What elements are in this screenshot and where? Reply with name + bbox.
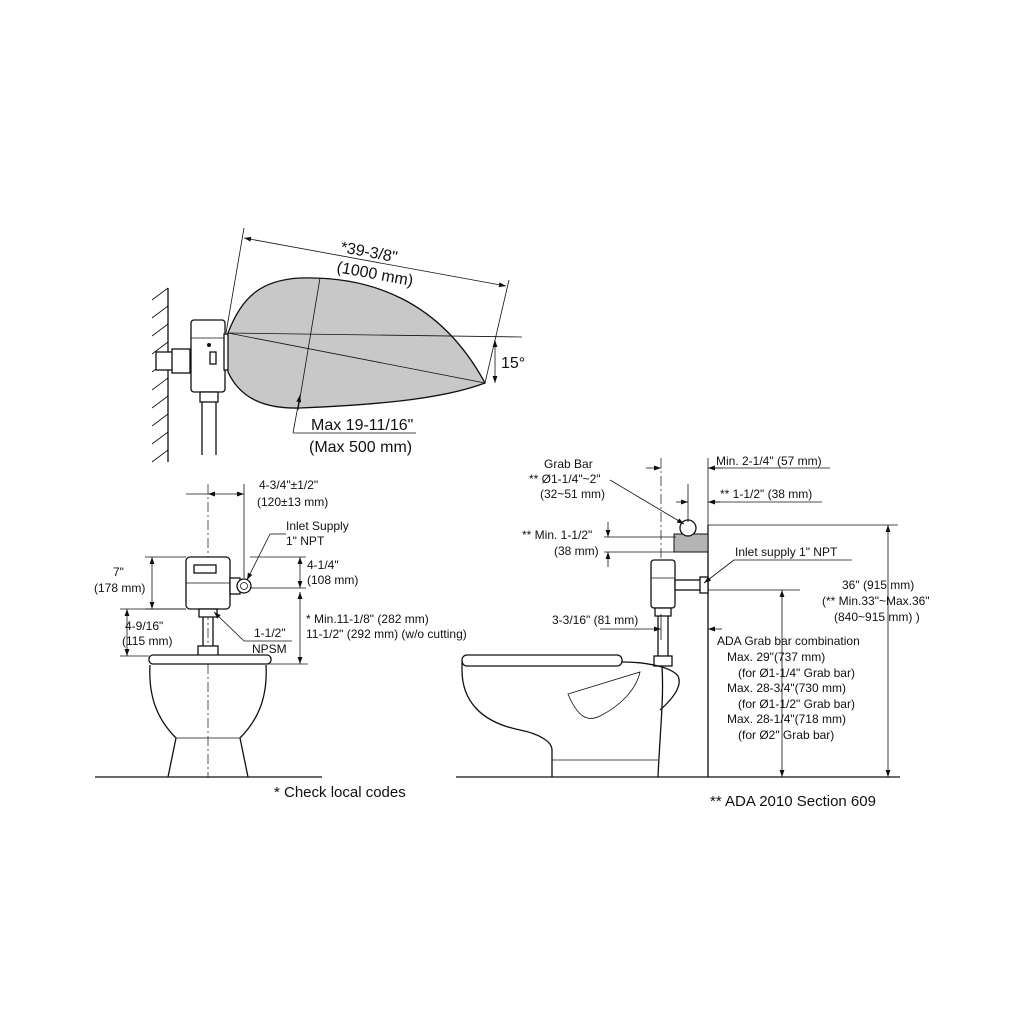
offset-mm-label: (120±13 mm) — [257, 495, 328, 509]
max-range-mm-label: (Max 500 mm) — [309, 439, 412, 456]
inlet-leader — [703, 559, 735, 584]
supply-nut — [171, 348, 191, 374]
max-range-label: Max 19-11/16" — [311, 417, 413, 434]
sensor-range-view: *39-3/8" (1000 mm) 15° Max 19-11/16" (Ma… — [151, 227, 525, 463]
toilet-rim-outline — [621, 661, 680, 711]
ada-option-2-note: (for Ø1-1/2" Grab bar) — [738, 697, 855, 711]
ada-option-3: Max. 28-1/4"(718 mm) — [727, 712, 846, 726]
flush-valve-body — [650, 559, 676, 609]
grab-bar-leader — [609, 479, 685, 525]
grab-bar-label: Grab Bar — [544, 457, 593, 471]
dimension-extension — [225, 227, 245, 334]
supply-pipe-icon — [236, 578, 252, 594]
bar-height-range-mm-label: (840~915 mm) ) — [834, 610, 920, 624]
min-wall-label: Min. 2-1/4" (57 mm) — [716, 454, 822, 468]
front-view: 4-3/4"±1/2" (120±13 mm) Inlet Supply 1" … — [94, 478, 467, 801]
depth-mm-label: (108 mm) — [307, 573, 358, 587]
spud-coupling — [653, 655, 673, 667]
side-view: Min. 2-1/4" (57 mm) ** 1-1/2" (38 mm) Gr… — [456, 454, 930, 810]
grab-bar-diameter-mm-label: (32~51 mm) — [540, 487, 605, 501]
spud-mm-label: (115 mm) — [122, 634, 172, 648]
toilet-trap-outline — [567, 671, 641, 719]
max-depth-line — [297, 277, 321, 411]
toilet-seat — [148, 654, 272, 665]
bar-offset-label: ** 1-1/2" (38 mm) — [720, 487, 812, 501]
detection-zone — [227, 277, 486, 409]
offset-label: 4-3/4"±1/2" — [259, 478, 318, 492]
toilet-bowl-outline — [461, 662, 664, 778]
horizontal-reference-line — [227, 332, 523, 338]
ada-title: ADA Grab bar combination — [717, 634, 860, 648]
max-range-leader — [292, 394, 302, 434]
tube-nut — [198, 608, 218, 618]
depth-label: 4-1/4" — [307, 558, 339, 572]
supply-pipe — [674, 579, 702, 591]
ada-option-1: Max. 29"(737 mm) — [727, 650, 825, 664]
min-height-alt-label: 11-1/2" (292 mm) (w/o cutting) — [306, 627, 467, 641]
sensor-axis-line — [227, 332, 486, 384]
inlet-npt-label: 1" NPT — [286, 534, 325, 548]
supply-pipe — [155, 351, 175, 371]
range-dimension-arrow — [243, 236, 507, 288]
npsm-size-label: 1-1/2" — [254, 626, 286, 640]
toilet-bowl-outline — [149, 664, 267, 778]
tube-nut — [654, 607, 672, 617]
dimension-extension — [484, 279, 510, 384]
check-local-codes-note: * Check local codes — [274, 784, 406, 801]
sensor-eye-icon — [207, 343, 211, 347]
toilet-seat — [461, 654, 623, 667]
bar-height-range-label: (** Min.33"~Max.36" — [822, 594, 930, 608]
bar-height-label: 36" (915 mm) — [842, 578, 914, 592]
sensor-window — [193, 564, 217, 574]
ada-option-1-note: (for Ø1-1/4" Grab bar) — [738, 666, 855, 680]
ada-option-3-note: (for Ø2" Grab bar) — [738, 728, 834, 742]
spud-label: 4-9/16" — [125, 619, 163, 633]
spud-offset-label: 3-3/16" (81 mm) — [552, 613, 638, 627]
min-gap-mm-label: (38 mm) — [554, 544, 599, 558]
grab-bar-diameter-label: ** Ø1-1/4"~2" — [529, 472, 601, 486]
height-label: 7" — [113, 565, 124, 579]
supply-flange — [699, 576, 709, 594]
wall-hatching — [151, 287, 169, 463]
grab-bar-bracket — [673, 533, 709, 553]
npsm-label: NPSM — [252, 642, 287, 656]
tube-nut — [199, 391, 219, 403]
inlet-supply-label: Inlet supply 1" NPT — [735, 545, 838, 559]
min-gap-label: ** Min. 1-1/2" — [522, 528, 592, 542]
ada-section-note: ** ADA 2010 Section 609 — [710, 793, 876, 810]
npsm-leader — [213, 611, 245, 642]
grab-bar-section — [679, 519, 697, 537]
height-mm-label: (178 mm) — [94, 581, 145, 595]
ada-option-2: Max. 28-3/4"(730 mm) — [727, 681, 846, 695]
override-button — [209, 351, 217, 365]
inlet-supply-label: Inlet Supply — [286, 519, 349, 533]
flush-valve-body — [190, 319, 226, 393]
angle-label: 15° — [501, 355, 525, 372]
min-height-label: * Min.11-1/8" (282 mm) — [306, 612, 429, 626]
